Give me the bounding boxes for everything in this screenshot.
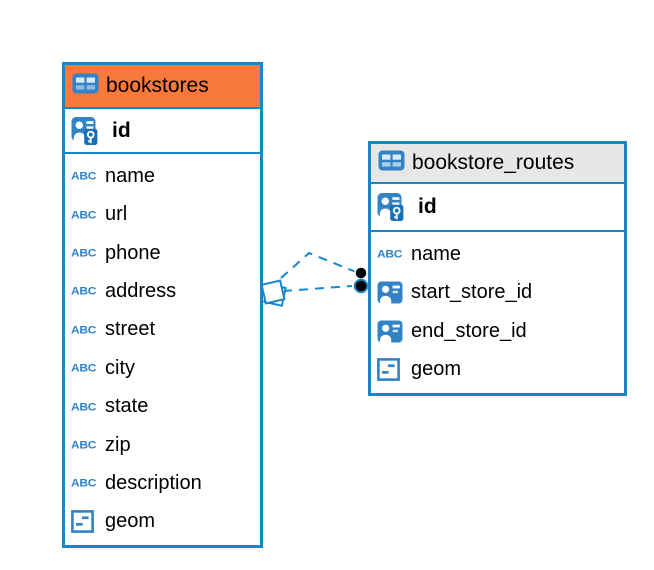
relation-endpoint-dot bbox=[353, 278, 369, 294]
column-list: ABC name ABC url ABC phone ABC address A… bbox=[65, 154, 260, 545]
relation-source-marker[interactable] bbox=[260, 279, 287, 307]
column-row-description[interactable]: ABC description bbox=[65, 464, 260, 502]
geometry-column-icon bbox=[377, 358, 411, 382]
text-column-icon: ABC bbox=[71, 400, 97, 414]
column-row-city[interactable]: ABC city bbox=[65, 349, 260, 387]
text-column-icon: ABC bbox=[377, 247, 403, 261]
relation-endpoint-dot bbox=[354, 266, 368, 280]
column-name: start_store_id bbox=[411, 281, 533, 304]
text-column-icon: ABC bbox=[71, 208, 97, 222]
table-bookstores-header[interactable]: bookstores bbox=[65, 65, 260, 109]
relation-line-lower[interactable] bbox=[282, 285, 353, 292]
column-name: street bbox=[105, 318, 156, 341]
column-row-url[interactable]: ABC url bbox=[65, 195, 260, 233]
column-name: url bbox=[105, 203, 128, 226]
column-name: state bbox=[105, 395, 149, 418]
column-row-state[interactable]: ABC state bbox=[65, 387, 260, 425]
column-row-start-store-id[interactable]: start_store_id bbox=[371, 274, 624, 313]
column-name: city bbox=[105, 356, 135, 379]
column-row-name[interactable]: ABC name bbox=[65, 157, 260, 195]
column-row-zip[interactable]: ABC zip bbox=[65, 426, 260, 464]
text-column-icon: ABC bbox=[71, 323, 97, 337]
column-row-address[interactable]: ABC address bbox=[65, 272, 260, 310]
text-column-icon: ABC bbox=[71, 169, 97, 183]
table-icon bbox=[378, 150, 405, 176]
column-name: geom bbox=[105, 510, 156, 533]
column-row-geom[interactable]: geom bbox=[65, 503, 260, 541]
primary-key-icon bbox=[71, 116, 105, 146]
column-row-geom[interactable]: geom bbox=[371, 351, 624, 390]
relation-bookstores-to-routes[interactable] bbox=[260, 251, 369, 307]
text-column-icon: ABC bbox=[71, 438, 97, 452]
column-row-name[interactable]: ABC name bbox=[371, 235, 624, 274]
text-column-icon: ABC bbox=[71, 246, 97, 260]
column-name: address bbox=[105, 279, 177, 302]
column-name: id bbox=[418, 195, 437, 218]
column-row-street[interactable]: ABC street bbox=[65, 311, 260, 349]
column-name: end_store_id bbox=[411, 319, 527, 342]
table-title: bookstore_routes bbox=[412, 151, 575, 174]
text-column-icon: ABC bbox=[71, 284, 97, 298]
table-icon bbox=[72, 73, 99, 99]
table-bookstores[interactable]: bookstores id ABC name ABC url bbox=[62, 62, 263, 548]
table-title: bookstores bbox=[106, 74, 209, 97]
column-list: ABC name start_store_id bbox=[371, 232, 624, 393]
column-row-id[interactable]: id bbox=[371, 184, 624, 232]
column-name: name bbox=[105, 164, 156, 187]
column-row-phone[interactable]: ABC phone bbox=[65, 234, 260, 272]
table-bookstore-routes[interactable]: bookstore_routes id ABC name bbox=[368, 141, 627, 396]
text-column-icon: ABC bbox=[71, 477, 97, 490]
column-name: description bbox=[105, 471, 202, 494]
reference-column-icon bbox=[377, 281, 411, 304]
column-name: zip bbox=[105, 433, 131, 456]
relation-target-marker[interactable] bbox=[353, 266, 369, 294]
column-name: name bbox=[411, 242, 462, 265]
primary-key-icon bbox=[377, 192, 411, 222]
reference-column-icon bbox=[377, 320, 411, 343]
column-name: phone bbox=[105, 241, 161, 264]
column-row-end-store-id[interactable]: end_store_id bbox=[371, 312, 624, 351]
column-name: id bbox=[112, 118, 131, 142]
column-row-id[interactable]: id bbox=[65, 109, 260, 154]
column-name: geom bbox=[411, 358, 462, 381]
geometry-column-icon bbox=[71, 510, 105, 534]
relation-line-upper[interactable] bbox=[280, 251, 357, 279]
text-column-icon: ABC bbox=[71, 361, 97, 375]
table-bookstore-routes-header[interactable]: bookstore_routes bbox=[371, 144, 624, 184]
